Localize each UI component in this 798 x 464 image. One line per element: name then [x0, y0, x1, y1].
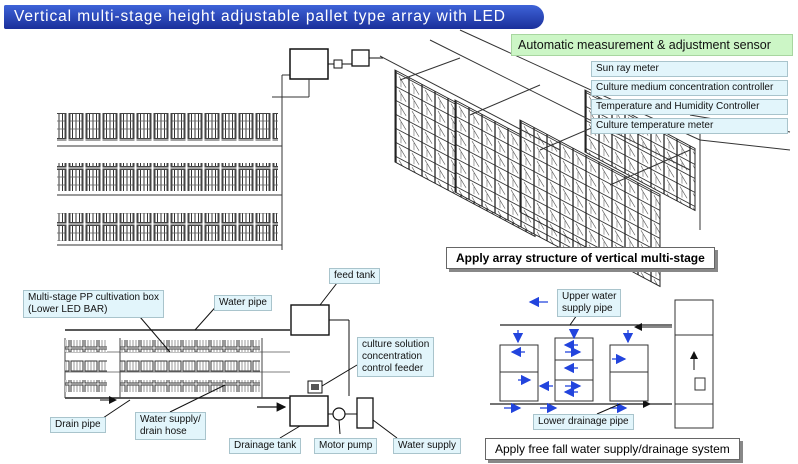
label-motor-pump: Motor pump [314, 438, 378, 454]
sensor-heading: Automatic measurement & adjustment senso… [511, 34, 793, 56]
caption-array-structure: Apply array structure of vertical multi-… [446, 247, 715, 269]
label-water-supply: Water supply [393, 438, 461, 454]
label-culture-line1: culture solution [362, 339, 430, 350]
label-upper-line2: supply pipe [562, 303, 613, 314]
label-culture-line3: control feeder [362, 363, 424, 374]
label-drainage-tank: Drainage tank [229, 438, 302, 454]
label-culture-line2: concentration [362, 351, 423, 362]
sensor-item-culture-medium-concentration-controller: Culture medium concentration controller [591, 80, 788, 96]
label-upper-water-supply-pipe: Upper water supply pipe [557, 289, 622, 317]
caption-free-fall: Apply free fall water supply/drainage sy… [485, 438, 740, 460]
sensor-item-sun-ray-meter: Sun ray meter [591, 61, 788, 77]
label-drain-pipe: Drain pipe [50, 417, 106, 433]
sensor-item-culture-temperature-meter: Culture temperature meter [591, 118, 788, 134]
label-multistage-line1: Multi-stage PP cultivation box [28, 292, 159, 303]
label-water-pipe: Water pipe [214, 295, 272, 311]
vertical-tray-array [57, 48, 383, 250]
label-hose-line2: drain hose [140, 426, 187, 437]
label-hose-line1: Water supply/ [140, 414, 201, 425]
label-culture-feeder: culture solution concentration control f… [357, 337, 435, 377]
free-fall-system [490, 296, 714, 429]
sensor-item-temperature-humidity-controller: Temperature and Humidity Controller [591, 99, 788, 115]
label-feed-tank: feed tank [329, 268, 381, 284]
title-banner: Vertical multi-stage height adjustable p… [4, 5, 544, 29]
label-upper-line1: Upper water [562, 291, 617, 302]
label-multistage-box: Multi-stage PP cultivation box (Lower LE… [23, 290, 164, 318]
cultivation-system [64, 304, 374, 429]
label-lower-drainage-pipe: Lower drainage pipe [533, 414, 634, 430]
label-multistage-line2: (Lower LED BAR) [28, 304, 108, 315]
label-water-supply-drain-hose: Water supply/ drain hose [135, 412, 206, 440]
